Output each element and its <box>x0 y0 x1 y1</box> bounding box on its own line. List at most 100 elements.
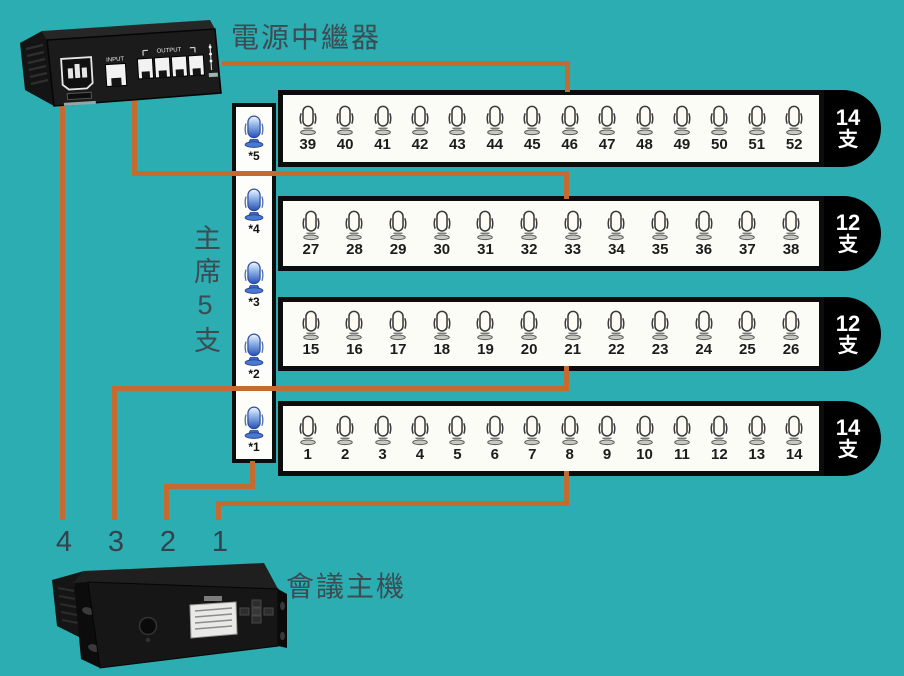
power-relay-title: 電源中繼器 <box>231 22 382 53</box>
mic-number: 31 <box>477 240 494 258</box>
mic-item: 45 <box>520 105 544 153</box>
mic-item: 33 <box>561 210 585 258</box>
mic-item: 16 <box>342 310 366 358</box>
chairman-mic-number: *3 <box>248 294 260 309</box>
microphone-icon <box>748 105 766 135</box>
mic-item: 29 <box>386 210 410 258</box>
microphone-icon <box>607 210 625 240</box>
mic-item: 23 <box>648 310 672 358</box>
mic-number: 47 <box>598 135 616 153</box>
microphone-icon <box>336 415 354 445</box>
mic-item: 27 <box>299 210 323 258</box>
power-relay-device: INPUT OUTPUT <box>12 16 232 120</box>
microphone-icon <box>598 105 616 135</box>
microphone-icon <box>520 310 538 341</box>
microphone-icon <box>389 310 407 341</box>
mic-number: 2 <box>340 445 350 463</box>
microphone-icon <box>651 210 669 240</box>
mic-number: 51 <box>748 135 766 153</box>
microphone-icon <box>411 105 429 135</box>
mic-number: 45 <box>523 135 541 153</box>
mic-item: 18 <box>430 310 454 358</box>
host-front-panel <box>87 581 279 669</box>
mic-number: 25 <box>739 341 756 358</box>
microphone-icon <box>673 105 691 135</box>
row3-count-cap: 12 支 <box>815 297 881 371</box>
microphone-icon <box>389 210 407 240</box>
wire-port2-riser <box>250 461 255 489</box>
mic-number: 35 <box>651 240 669 258</box>
mic-number: 39 <box>299 135 317 153</box>
wire-port2-horizontal <box>164 484 255 489</box>
mic-item: 5 <box>445 415 469 463</box>
mic-item: 35 <box>648 210 672 258</box>
host-button-cluster <box>239 599 274 624</box>
chairman-mic-strip: *5 *4 <box>232 103 276 463</box>
mic-item: 14 <box>782 415 806 463</box>
mic-item: 3 <box>371 415 395 463</box>
host-knob <box>138 616 158 636</box>
mic-item: 13 <box>745 415 769 463</box>
chairman-mic-item: *2 <box>240 332 268 381</box>
mic-item: 8 <box>558 415 582 463</box>
wire-port1-riser <box>564 471 569 506</box>
mic-item: 50 <box>707 105 731 153</box>
microphone-icon <box>782 310 800 341</box>
mic-number: 43 <box>449 135 466 153</box>
mic-number: 49 <box>673 135 691 153</box>
mic-number: 21 <box>564 341 582 358</box>
row2-count-unit: 支 <box>838 234 858 256</box>
microphone-icon <box>695 210 713 240</box>
chairman-mic-number: *1 <box>248 440 260 454</box>
mic-item: 11 <box>670 415 694 463</box>
mic-item: 25 <box>735 310 759 358</box>
chairman-mic-number: *4 <box>248 221 260 236</box>
mic-number: 37 <box>739 240 756 258</box>
microphone-icon <box>785 105 803 135</box>
relay-indicator <box>208 43 218 78</box>
chairman-microphone-icon <box>244 115 264 148</box>
chairman-mic-item: *4 <box>240 187 268 236</box>
wire-port2-vertical <box>164 484 169 520</box>
mic-item: 32 <box>517 210 541 258</box>
microphone-icon <box>411 415 429 445</box>
relay-front-panel <box>46 28 222 107</box>
microphone-icon <box>561 105 579 135</box>
microphone-icon <box>523 415 541 445</box>
mic-number: 24 <box>695 341 713 358</box>
microphone-icon <box>433 310 451 341</box>
microphone-icon <box>748 415 766 445</box>
chairman-microphone-icon <box>244 406 264 439</box>
mic-item: 43 <box>445 105 469 153</box>
mic-item: 2 <box>333 415 357 463</box>
mic-number: 16 <box>346 341 363 358</box>
microphone-icon <box>299 105 317 135</box>
chairman-microphone-icon <box>244 261 264 294</box>
mic-number: 15 <box>302 341 320 358</box>
mic-number: 28 <box>346 240 363 258</box>
mic-number: 44 <box>486 135 504 153</box>
microphone-icon <box>448 415 466 445</box>
microphone-icon <box>598 415 616 445</box>
host-label-sticker <box>189 596 238 639</box>
microphone-icon <box>374 105 392 135</box>
mic-item: 21 <box>561 310 585 358</box>
host-port-4: 4 <box>55 526 73 558</box>
mic-row-2: 27 28 <box>278 196 824 271</box>
relay-input-port: INPUT <box>104 56 128 88</box>
mic-item: 46 <box>558 105 582 153</box>
mic-item: 9 <box>595 415 619 463</box>
mic-number: 50 <box>711 135 728 153</box>
mic-item: 30 <box>430 210 454 258</box>
row4-count: 14 <box>835 415 861 440</box>
mic-number: 29 <box>389 240 407 258</box>
microphone-icon <box>738 210 756 240</box>
mic-item: 42 <box>408 105 432 153</box>
mic-number: 40 <box>336 135 354 153</box>
wire-port4-vertical <box>60 106 65 520</box>
mic-item: 20 <box>517 310 541 358</box>
mic-row-1: 39 40 <box>278 90 824 167</box>
row2-count-cap: 12 支 <box>815 196 881 271</box>
microphone-icon <box>486 415 504 445</box>
